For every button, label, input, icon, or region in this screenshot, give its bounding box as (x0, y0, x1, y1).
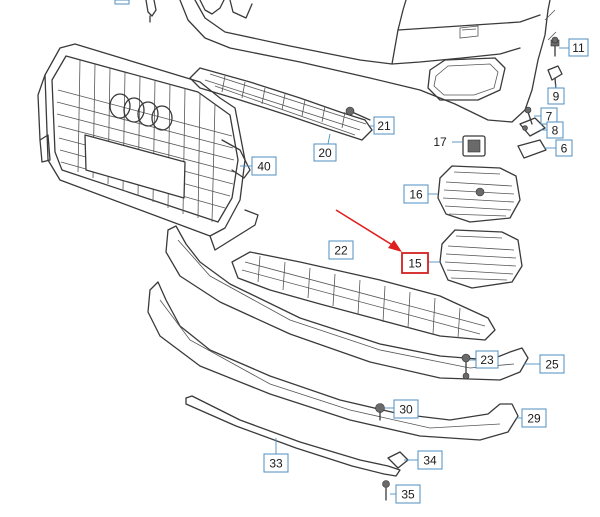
callout-29: 29 (521, 408, 547, 428)
leader-lines (240, 47, 569, 495)
clip-9 (547, 65, 563, 91)
callout-9: 9 (547, 87, 565, 105)
callout-35: 35 (395, 484, 421, 504)
svg-text:6: 6 (561, 142, 568, 156)
screw-30 (375, 403, 385, 421)
clip-top (145, 0, 157, 23)
svg-text:22: 22 (334, 244, 348, 258)
callout-40: 40 (251, 156, 277, 176)
svg-text:15: 15 (408, 257, 422, 271)
callout-33: 33 (263, 453, 289, 473)
screw-23 (461, 353, 471, 380)
side-grille-15 (439, 229, 523, 289)
callout-11: 11 (568, 38, 589, 57)
svg-text:20: 20 (318, 146, 332, 160)
svg-text:25: 25 (545, 358, 559, 372)
bracket-7-8 (519, 106, 546, 137)
screw-21 (345, 106, 371, 121)
callout-34: 34 (417, 450, 443, 470)
callout-6: 6 (555, 139, 573, 157)
callout-21: 21 (373, 116, 395, 135)
callout-8: 8 (546, 121, 564, 139)
side-grille-16 (437, 165, 521, 223)
svg-text:30: 30 (399, 403, 413, 417)
screw-35 (382, 480, 390, 501)
svg-text:17: 17 (433, 135, 447, 149)
svg-text:40: 40 (257, 160, 271, 174)
red-arrow (335, 209, 402, 252)
bumper-cover (179, 0, 557, 123)
sensor-bracket-17 (462, 135, 486, 157)
svg-text:23: 23 (480, 353, 494, 367)
callout-23: 23 (475, 350, 499, 369)
callout-16: 16 (403, 184, 429, 204)
bolt-11 (550, 36, 560, 57)
svg-text:8: 8 (552, 124, 559, 138)
svg-text:34: 34 (423, 454, 437, 468)
lower-grille-22 (231, 251, 496, 341)
svg-text:7: 7 (546, 110, 553, 124)
svg-text:11: 11 (572, 41, 585, 55)
trim-strip-33 (185, 395, 401, 477)
radiator-grille (37, 43, 259, 251)
callout-17: 17 (433, 135, 447, 149)
callout-box-top (114, 0, 130, 5)
callout-20: 20 (313, 143, 337, 162)
callout-15-highlighted: 15 (401, 252, 429, 274)
svg-text:21: 21 (377, 119, 391, 133)
svg-text:35: 35 (401, 488, 415, 502)
svg-text:33: 33 (269, 457, 283, 471)
callout-25: 25 (539, 354, 565, 374)
upper-grille-insert (189, 67, 373, 141)
cap-6 (517, 139, 547, 159)
svg-text:16: 16 (409, 188, 423, 202)
svg-text:9: 9 (553, 90, 560, 104)
callout-22: 22 (328, 240, 354, 260)
svg-text:29: 29 (527, 412, 541, 426)
lower-trim-29 (147, 281, 519, 441)
callout-30: 30 (393, 399, 419, 419)
